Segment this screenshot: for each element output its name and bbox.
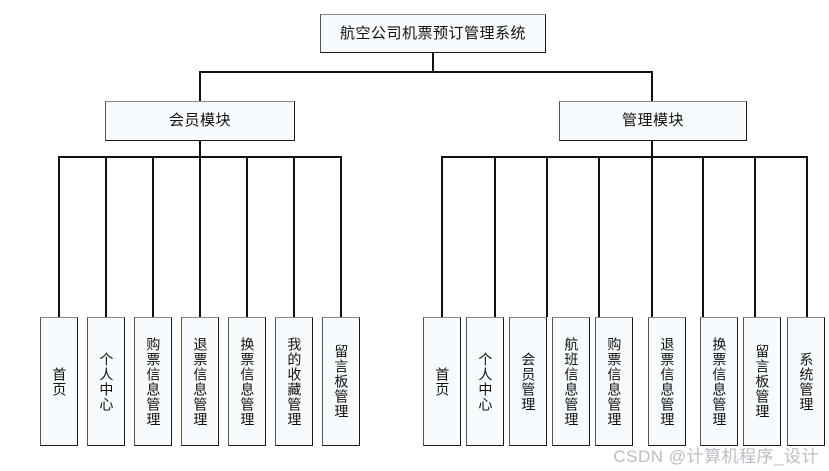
leaf-member-6-label: 我的收藏管理 <box>286 336 303 427</box>
connector-drop-member-5 <box>246 156 248 317</box>
connector-member-stem <box>199 141 201 157</box>
connector-drop-admin-1 <box>441 156 443 317</box>
leaf-member-5-label: 换票信息管理 <box>239 336 256 427</box>
module-admin-label: 管理模块 <box>621 112 684 130</box>
leaf-admin-8-label: 留言板管理 <box>754 344 771 419</box>
connector-admin-stem <box>651 141 653 157</box>
connector-drop-admin-3 <box>546 156 548 317</box>
connector-drop-module-member <box>199 71 201 102</box>
connector-drop-admin-2 <box>494 156 496 317</box>
leaf-node-admin-5[interactable]: 购票信息管理 <box>595 317 633 446</box>
leaf-admin-9-label: 系统管理 <box>798 351 815 412</box>
connector-drop-module-admin <box>651 71 653 102</box>
leaf-admin-4-label: 航班信息管理 <box>563 336 580 427</box>
leaf-admin-5-label: 购票信息管理 <box>606 336 623 427</box>
leaf-member-7-label: 留言板管理 <box>333 344 350 419</box>
leaf-admin-6-label: 退票信息管理 <box>659 336 676 427</box>
module-node-admin[interactable]: 管理模块 <box>559 101 747 141</box>
module-node-member[interactable]: 会员模块 <box>105 101 295 141</box>
connector-drop-admin-7 <box>754 156 756 317</box>
connector-drop-member-2 <box>105 156 107 317</box>
leaf-member-3-label: 购票信息管理 <box>145 336 162 427</box>
connector-drop-admin-6 <box>702 156 704 317</box>
connector-drop-member-3 <box>152 156 154 317</box>
leaf-node-member-2[interactable]: 个人中心 <box>87 317 125 446</box>
leaf-node-admin-4[interactable]: 航班信息管理 <box>552 317 590 446</box>
leaf-node-admin-9[interactable]: 系统管理 <box>787 317 825 446</box>
leaf-member-1-label: 首页 <box>51 366 68 397</box>
connector-drop-admin-5 <box>651 156 653 317</box>
leaf-admin-3-label: 会员管理 <box>520 351 537 412</box>
connector-module-bus <box>199 71 653 73</box>
connector-root-stem <box>432 53 434 72</box>
leaf-node-admin-2[interactable]: 个人中心 <box>466 317 504 446</box>
leaf-node-admin-8[interactable]: 留言板管理 <box>743 317 781 446</box>
leaf-member-4-label: 退票信息管理 <box>192 336 209 427</box>
leaf-admin-2-label: 个人中心 <box>477 351 494 412</box>
leaf-node-admin-1[interactable]: 首页 <box>423 317 461 446</box>
leaf-node-member-4[interactable]: 退票信息管理 <box>181 317 219 446</box>
leaf-node-admin-6[interactable]: 退票信息管理 <box>648 317 686 446</box>
leaf-admin-1-label: 首页 <box>434 366 451 397</box>
leaf-node-member-5[interactable]: 换票信息管理 <box>228 317 266 446</box>
leaf-node-admin-3[interactable]: 会员管理 <box>509 317 547 446</box>
connector-drop-admin-8 <box>806 156 808 317</box>
leaf-node-member-6[interactable]: 我的收藏管理 <box>275 317 313 446</box>
connector-drop-member-4 <box>199 156 201 317</box>
root-node-label: 航空公司机票预订管理系统 <box>339 24 526 42</box>
leaf-node-member-7[interactable]: 留言板管理 <box>322 317 360 446</box>
connector-drop-member-1 <box>58 156 60 317</box>
connector-drop-member-6 <box>293 156 295 317</box>
leaf-node-member-1[interactable]: 首页 <box>40 317 78 446</box>
leaf-node-member-3[interactable]: 购票信息管理 <box>134 317 172 446</box>
leaf-node-admin-7[interactable]: 换票信息管理 <box>700 317 738 446</box>
module-member-label: 会员模块 <box>168 112 231 130</box>
connector-drop-member-7 <box>340 156 342 317</box>
leaf-member-2-label: 个人中心 <box>98 351 115 412</box>
root-node-system-title[interactable]: 航空公司机票预订管理系统 <box>320 14 546 53</box>
leaf-admin-7-label: 换票信息管理 <box>711 336 728 427</box>
connector-drop-admin-4 <box>598 156 600 317</box>
connector-admin-bus <box>441 156 806 158</box>
